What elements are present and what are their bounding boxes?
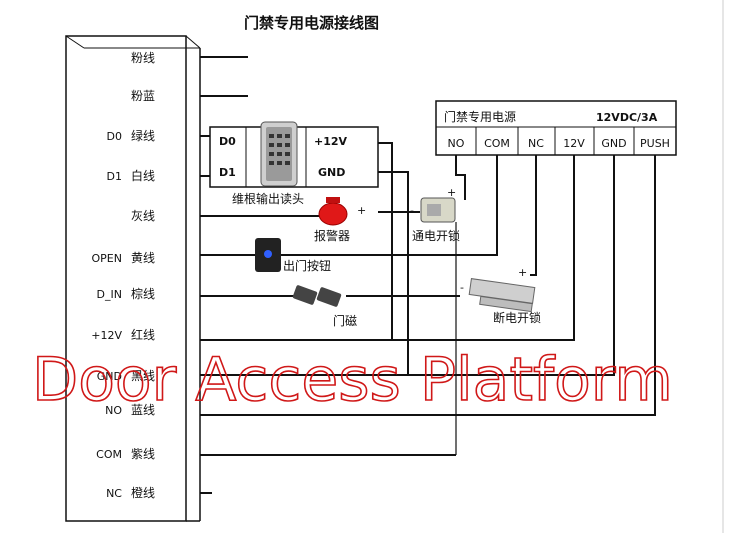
pin-label: COM bbox=[96, 448, 122, 461]
wire-label: 粉蓝 bbox=[131, 89, 155, 103]
pin-label: +12V bbox=[91, 329, 122, 342]
wire-label: 绿线 bbox=[131, 128, 155, 143]
wire-stubs bbox=[200, 56, 248, 494]
fail-secure-lock-label: 通电开锁 bbox=[412, 228, 460, 243]
pin-label: D_IN bbox=[97, 288, 122, 301]
reader-12v-label: +12V bbox=[314, 135, 348, 148]
reader-wires bbox=[200, 135, 409, 375]
door-magnet-label: 门磁 bbox=[333, 313, 357, 328]
lock1-plus: + bbox=[447, 186, 456, 199]
psu-terminal-no: NO bbox=[448, 137, 465, 150]
wire-label: 蓝线 bbox=[131, 403, 155, 417]
reader-gnd-label: GND bbox=[318, 166, 345, 179]
wire-label: 粉线 bbox=[131, 51, 155, 65]
lock2-minus: - bbox=[460, 281, 464, 294]
wiegand-reader: D0 D1 +12V GND 维根输出读头 bbox=[209, 121, 379, 206]
door-magnet-device: 门磁 bbox=[200, 285, 460, 328]
alarm-device: + 报警器 bbox=[314, 197, 366, 243]
pin-label: NC bbox=[106, 487, 122, 500]
power-supply: 门禁专用电源 12VDC/3A NO COM NC 12V GND PUSH bbox=[435, 100, 677, 156]
wire-label: 白线 bbox=[131, 168, 155, 183]
reader-d1-label: D1 bbox=[219, 166, 236, 179]
reader-d0-label: D0 bbox=[219, 135, 236, 148]
fail-safe-lock: - + 断电开锁 bbox=[460, 266, 541, 325]
lock2-plus: + bbox=[518, 266, 527, 279]
wire-label: 黑线 bbox=[131, 369, 155, 383]
gray-wire-run bbox=[200, 211, 457, 456]
exit-button-label: 出门按钮 bbox=[283, 258, 331, 273]
wire-label: 红线 bbox=[131, 327, 155, 342]
fail-safe-lock-label: 断电开锁 bbox=[493, 310, 541, 325]
psu-terminal-gnd: GND bbox=[601, 137, 626, 150]
reader-caption: 维根输出读头 bbox=[232, 191, 304, 206]
psu-terminal-push: PUSH bbox=[640, 137, 670, 150]
controller-rows: OPEN D0 D1 D_IN +12V GND NO COM NC 粉线 粉蓝… bbox=[91, 51, 155, 500]
diagram-title: 门禁专用电源接线图 bbox=[244, 14, 379, 32]
pin-label: OPEN bbox=[92, 252, 122, 265]
wire-label: 灰线 bbox=[131, 209, 155, 223]
psu-terminal-12v: 12V bbox=[563, 137, 585, 150]
keypad-icon bbox=[260, 121, 298, 187]
wire-label: 橙线 bbox=[131, 485, 155, 500]
pin-label: NO bbox=[105, 404, 122, 417]
pin-label: GND bbox=[97, 370, 122, 383]
wire-label: 棕线 bbox=[131, 286, 155, 301]
wire-label: 黄线 bbox=[131, 251, 155, 265]
alarm-label: 报警器 bbox=[314, 228, 350, 243]
watermark-text: Door Access Platform bbox=[32, 345, 673, 415]
exit-button-device: 出门按钮 bbox=[255, 238, 331, 273]
psu-terminal-nc: NC bbox=[528, 137, 544, 150]
pin-label: D0 bbox=[107, 130, 122, 143]
psu-title: 门禁专用电源 bbox=[444, 109, 516, 124]
psu-terminal-com: COM bbox=[484, 137, 510, 150]
fail-secure-lock: + - 通电开锁 bbox=[410, 186, 460, 243]
pin-label: D1 bbox=[107, 170, 122, 183]
lock1-minus: - bbox=[410, 204, 414, 217]
alarm-plus: + bbox=[357, 204, 366, 217]
psu-rating: 12VDC/3A bbox=[596, 111, 658, 124]
psu-wires bbox=[200, 155, 656, 416]
wire-label: 紫线 bbox=[131, 447, 155, 461]
controller-panel bbox=[65, 35, 201, 522]
